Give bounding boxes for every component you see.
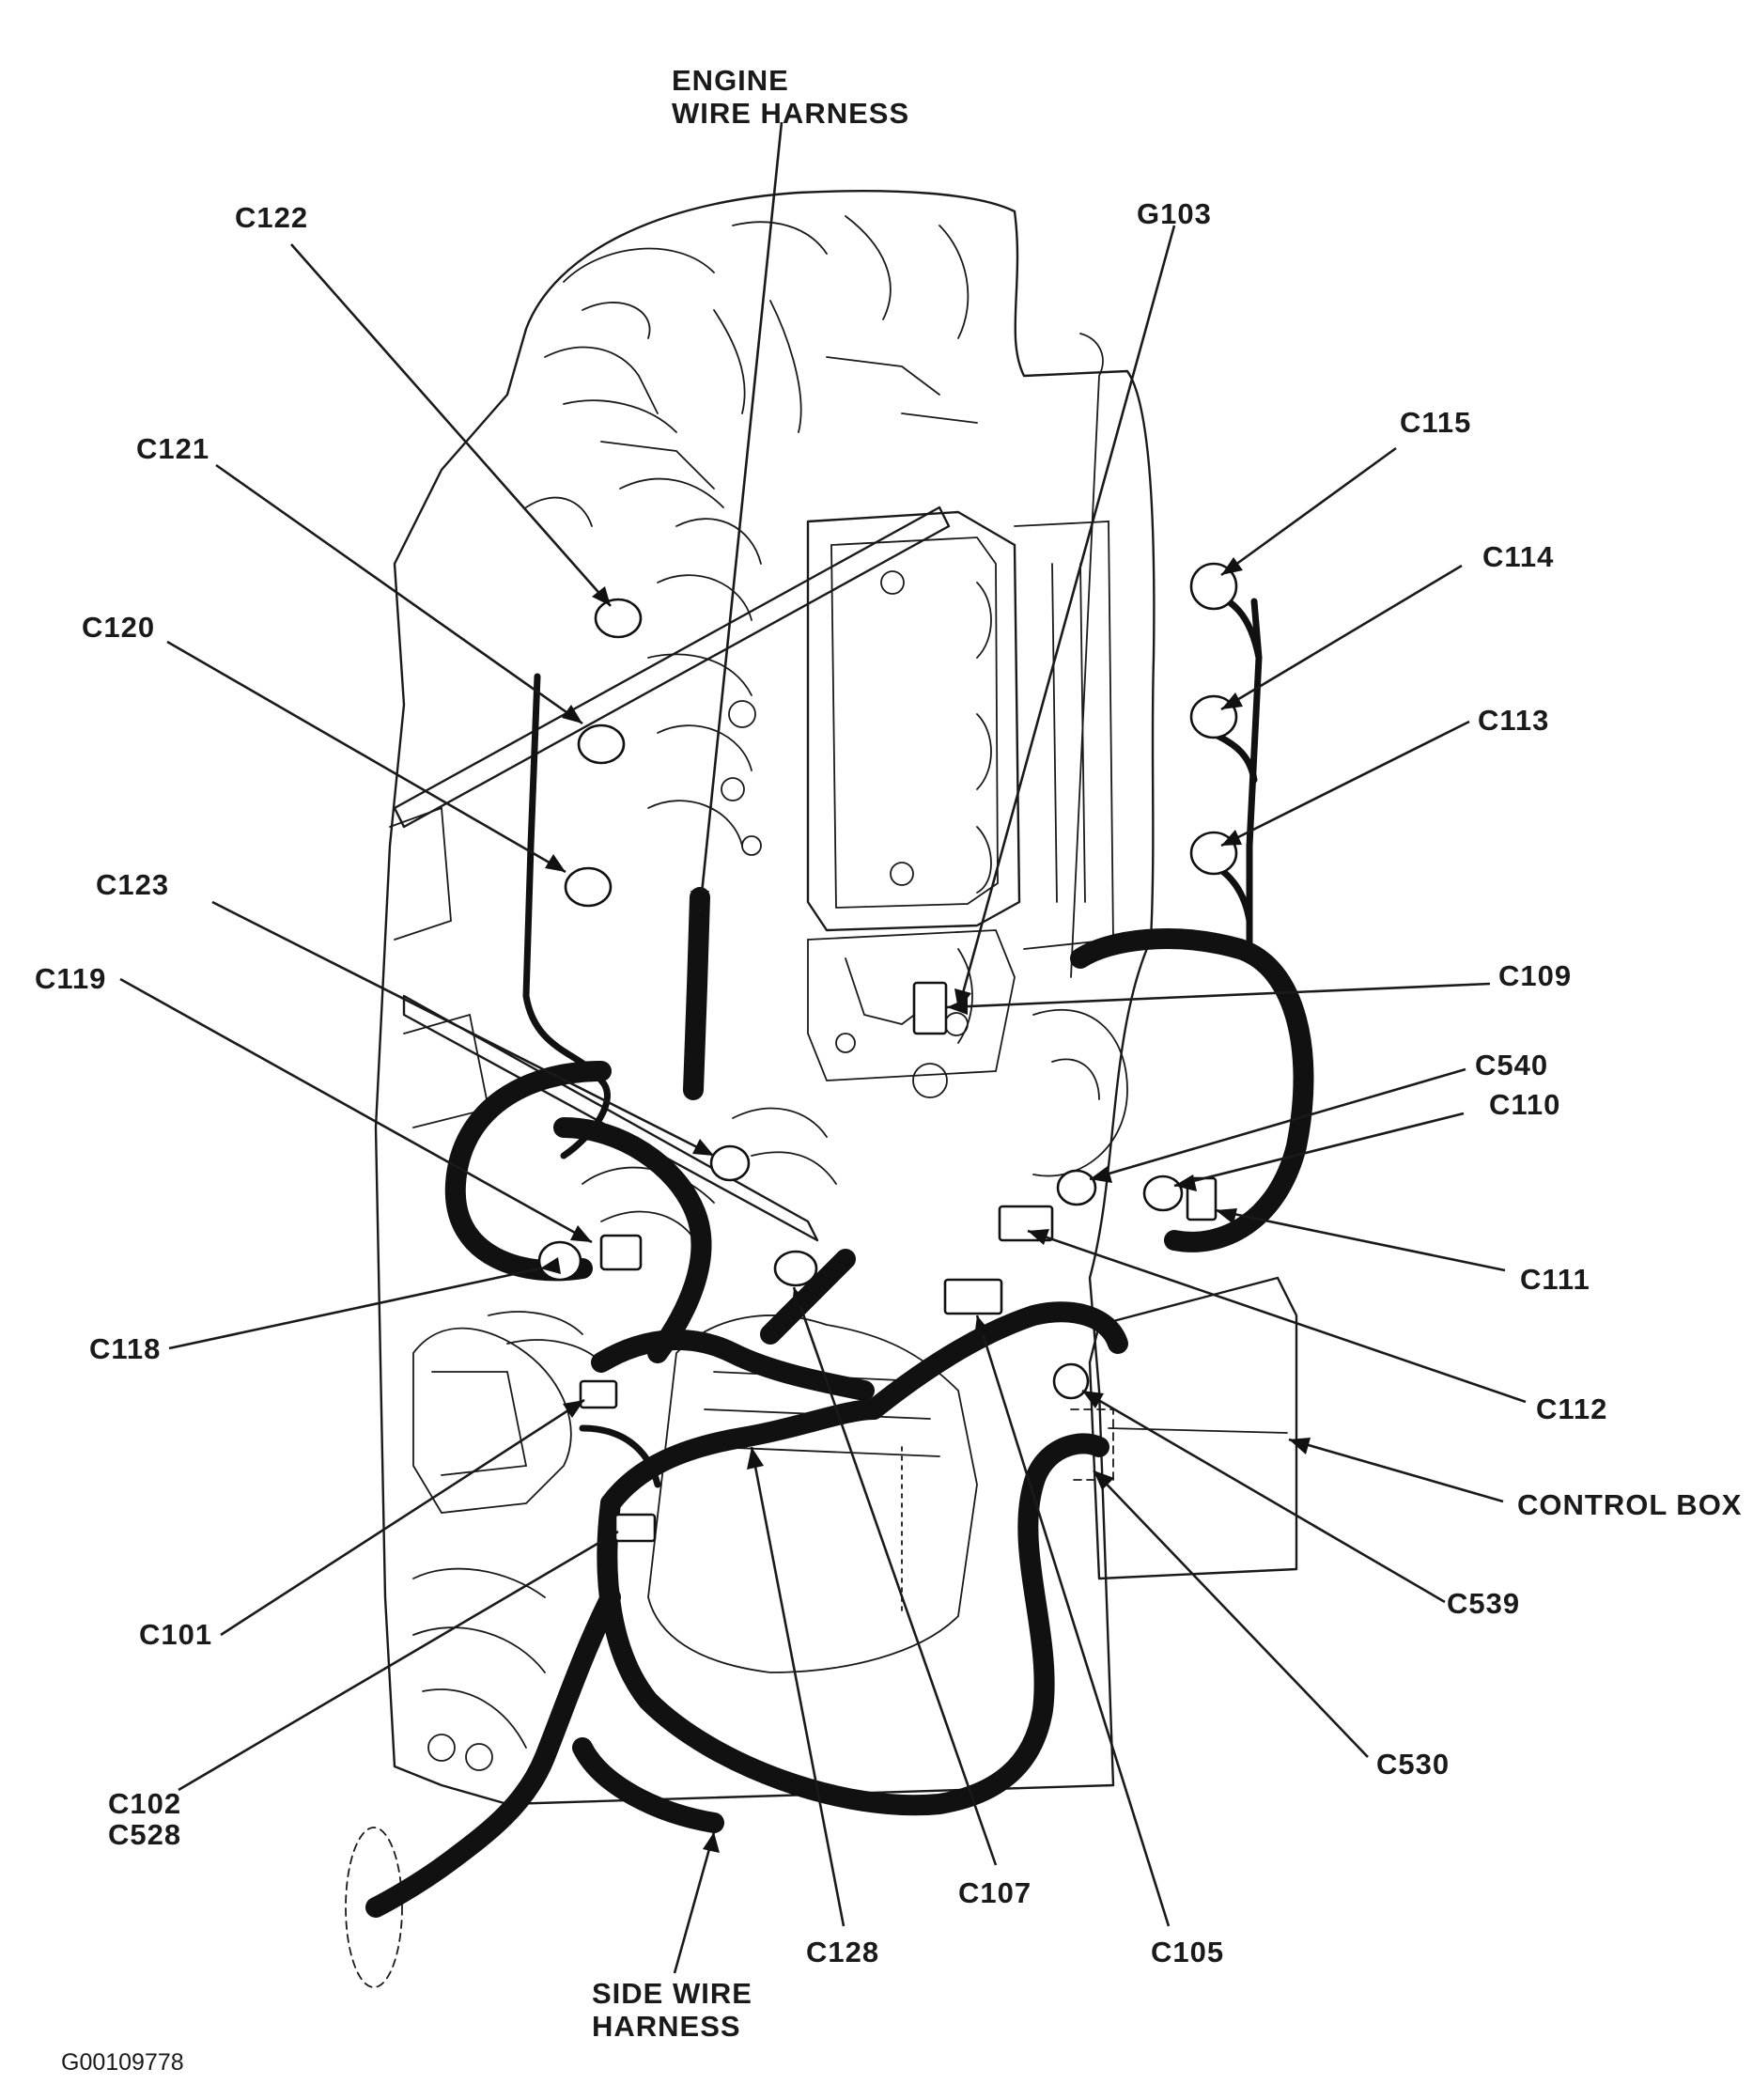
callout-labels: ENGINE WIRE HARNESS C122 C121 C120 C123 … xyxy=(35,64,1743,2076)
label-c102: C102 xyxy=(108,1787,181,1820)
leader-c101 xyxy=(220,1398,585,1637)
label-c101: C101 xyxy=(139,1618,212,1651)
label-c118: C118 xyxy=(89,1332,161,1365)
label-c107: C107 xyxy=(958,1876,1032,1909)
leader-c539 xyxy=(1081,1389,1446,1604)
leader-c119 xyxy=(119,977,593,1244)
label-c540: C540 xyxy=(1475,1049,1548,1081)
leader-c113 xyxy=(1220,720,1470,848)
label-c121: C121 xyxy=(136,432,209,465)
leader-c121 xyxy=(215,463,583,725)
leader-c102 xyxy=(178,1530,619,1792)
label-c122: C122 xyxy=(235,201,308,234)
label-c115: C115 xyxy=(1400,406,1471,439)
label-side-harness-line2: HARNESS xyxy=(592,2010,741,2043)
label-g103: G103 xyxy=(1137,197,1212,230)
label-engine-harness-line1: ENGINE xyxy=(672,64,789,97)
leader-c122 xyxy=(290,243,612,607)
leader-arrowheads xyxy=(540,557,1311,1853)
label-c114: C114 xyxy=(1482,540,1554,573)
label-c119: C119 xyxy=(35,962,106,995)
label-c112: C112 xyxy=(1536,1392,1607,1425)
leader-c118 xyxy=(168,1267,541,1350)
label-c113: C113 xyxy=(1478,704,1549,737)
leader-c111 xyxy=(1215,1208,1506,1272)
leader-c123 xyxy=(211,900,715,1158)
leader-c112 xyxy=(1027,1229,1527,1404)
leader-c107 xyxy=(792,1286,998,1866)
leader-control-box xyxy=(1288,1438,1504,1503)
label-c530: C530 xyxy=(1376,1748,1450,1781)
label-c539: C539 xyxy=(1447,1587,1520,1620)
label-c110: C110 xyxy=(1489,1088,1560,1121)
leader-g103 xyxy=(956,225,1176,1011)
leader-c105 xyxy=(975,1314,1171,1927)
leader-c128 xyxy=(750,1446,845,1927)
leader-c110 xyxy=(1173,1112,1465,1188)
leader-c115 xyxy=(1220,446,1397,577)
leader-lines xyxy=(119,121,1527,1974)
label-side-harness-line1: SIDE WIRE xyxy=(592,1977,752,2010)
label-c105: C105 xyxy=(1151,1936,1224,1968)
figure-id: G00109778 xyxy=(61,2049,184,2076)
label-c111: C111 xyxy=(1520,1263,1590,1296)
label-control-box: CONTROL BOX xyxy=(1517,1488,1743,1521)
control-box-outline xyxy=(1088,1276,1298,1580)
leader-side-harness xyxy=(673,1831,716,1974)
leader-engine-harness xyxy=(698,121,783,912)
leader-c120 xyxy=(166,640,566,874)
label-c123: C123 xyxy=(96,868,169,901)
label-c120: C120 xyxy=(82,611,155,644)
engine-bay-illustration xyxy=(345,190,1298,1988)
leader-c109 xyxy=(946,982,1491,1009)
wire-harnesses xyxy=(365,588,1314,1918)
leader-c530 xyxy=(1093,1470,1369,1758)
label-c528: C528 xyxy=(108,1818,181,1851)
label-c128: C128 xyxy=(806,1936,879,1968)
leader-c540 xyxy=(1089,1067,1466,1181)
leader-c114 xyxy=(1220,564,1463,711)
connector-shapes xyxy=(537,562,1238,1543)
label-c109: C109 xyxy=(1498,959,1572,992)
label-engine-harness-line2: WIRE HARNESS xyxy=(672,97,909,130)
